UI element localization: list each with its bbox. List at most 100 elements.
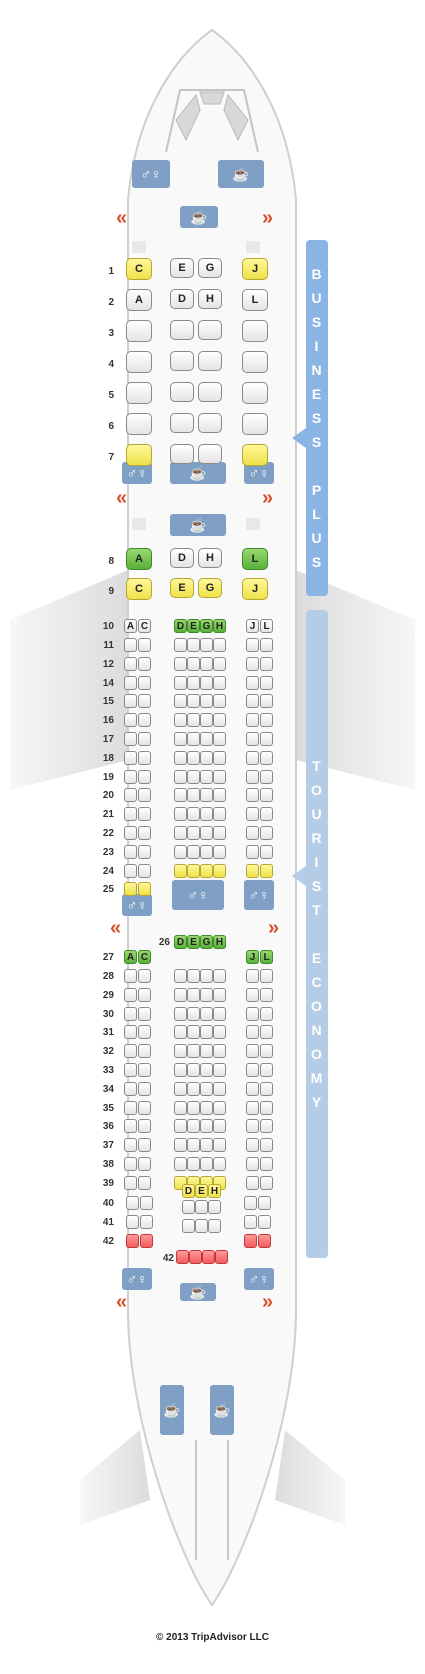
seat[interactable] <box>200 732 213 746</box>
seat[interactable] <box>260 1175 273 1190</box>
seat[interactable] <box>242 320 268 342</box>
seat[interactable]: G <box>200 619 213 633</box>
seat[interactable] <box>200 1157 213 1171</box>
seat[interactable] <box>174 1100 187 1115</box>
seat[interactable] <box>246 844 259 859</box>
seat[interactable]: L <box>242 548 268 570</box>
seat[interactable] <box>124 1138 137 1153</box>
seat[interactable]: E <box>170 258 194 278</box>
seat[interactable]: C <box>138 619 151 633</box>
seat[interactable] <box>246 1081 259 1096</box>
seat[interactable] <box>187 807 200 822</box>
seat[interactable]: A <box>124 950 137 964</box>
seat[interactable] <box>260 844 273 859</box>
seat[interactable] <box>138 844 151 859</box>
seat[interactable]: C <box>126 258 152 280</box>
seat[interactable] <box>138 1044 151 1059</box>
seat[interactable] <box>174 675 187 690</box>
seat[interactable] <box>200 1119 213 1134</box>
seat[interactable] <box>126 444 152 466</box>
seat[interactable] <box>126 320 152 342</box>
seat[interactable] <box>200 1081 213 1096</box>
seat[interactable] <box>140 1196 153 1210</box>
seat[interactable]: D <box>182 1184 195 1198</box>
seat[interactable] <box>198 320 222 340</box>
seat[interactable] <box>138 675 151 690</box>
seat[interactable] <box>213 1025 226 1040</box>
seat[interactable] <box>138 694 151 709</box>
seat[interactable] <box>195 1200 208 1214</box>
seat[interactable] <box>246 1025 259 1040</box>
seat[interactable] <box>244 1234 257 1248</box>
seat[interactable] <box>213 1044 226 1059</box>
seat[interactable]: J <box>242 578 268 600</box>
seat[interactable] <box>213 1063 226 1077</box>
seat[interactable] <box>124 675 137 690</box>
seat[interactable] <box>174 750 187 765</box>
seat[interactable] <box>187 1044 200 1059</box>
seat[interactable]: L <box>260 950 273 964</box>
seat[interactable] <box>213 863 226 878</box>
seat[interactable] <box>200 694 213 709</box>
seat[interactable] <box>200 1138 213 1153</box>
seat[interactable] <box>242 351 268 373</box>
seat[interactable] <box>138 732 151 746</box>
seat[interactable] <box>187 1157 200 1171</box>
seat[interactable]: C <box>138 950 151 964</box>
seat[interactable] <box>246 969 259 983</box>
seat[interactable] <box>260 1006 273 1021</box>
seat[interactable] <box>124 1081 137 1096</box>
seat[interactable] <box>260 656 273 671</box>
seat[interactable] <box>138 987 151 1002</box>
seat[interactable] <box>213 1138 226 1153</box>
seat[interactable] <box>138 769 151 784</box>
seat[interactable] <box>200 788 213 803</box>
seat[interactable] <box>260 969 273 983</box>
seat[interactable] <box>260 1100 273 1115</box>
seat[interactable] <box>213 1100 226 1115</box>
seat[interactable] <box>246 656 259 671</box>
seat[interactable]: C <box>126 578 152 600</box>
seat[interactable] <box>174 1044 187 1059</box>
seat[interactable] <box>200 1006 213 1021</box>
seat[interactable] <box>174 638 187 652</box>
seat[interactable] <box>246 1063 259 1077</box>
seat[interactable]: A <box>124 619 137 633</box>
seat[interactable] <box>182 1219 195 1233</box>
seat[interactable] <box>244 1196 257 1210</box>
seat[interactable]: H <box>213 619 226 633</box>
seat[interactable] <box>213 788 226 803</box>
seat[interactable] <box>124 656 137 671</box>
seat[interactable] <box>213 1119 226 1134</box>
seat[interactable] <box>187 750 200 765</box>
seat[interactable]: E <box>187 619 200 633</box>
seat[interactable] <box>138 1006 151 1021</box>
seat[interactable] <box>213 807 226 822</box>
seat[interactable] <box>246 713 259 728</box>
seat[interactable] <box>174 807 187 822</box>
seat[interactable] <box>174 863 187 878</box>
seat[interactable] <box>124 1119 137 1134</box>
seat[interactable] <box>174 732 187 746</box>
seat[interactable] <box>200 769 213 784</box>
seat[interactable] <box>213 713 226 728</box>
seat[interactable] <box>246 987 259 1002</box>
seat[interactable] <box>124 826 137 840</box>
seat[interactable] <box>213 1081 226 1096</box>
seat[interactable] <box>174 969 187 983</box>
seat[interactable]: E <box>195 1184 208 1198</box>
seat[interactable] <box>200 638 213 652</box>
seat[interactable] <box>260 788 273 803</box>
seat[interactable] <box>124 732 137 746</box>
seat[interactable] <box>124 769 137 784</box>
seat[interactable] <box>195 1219 208 1233</box>
seat[interactable] <box>200 826 213 840</box>
seat[interactable] <box>246 826 259 840</box>
seat[interactable] <box>174 694 187 709</box>
seat[interactable] <box>246 769 259 784</box>
seat[interactable] <box>187 863 200 878</box>
seat[interactable] <box>174 1063 187 1077</box>
seat[interactable] <box>260 638 273 652</box>
seat[interactable] <box>260 826 273 840</box>
seat[interactable] <box>200 969 213 983</box>
